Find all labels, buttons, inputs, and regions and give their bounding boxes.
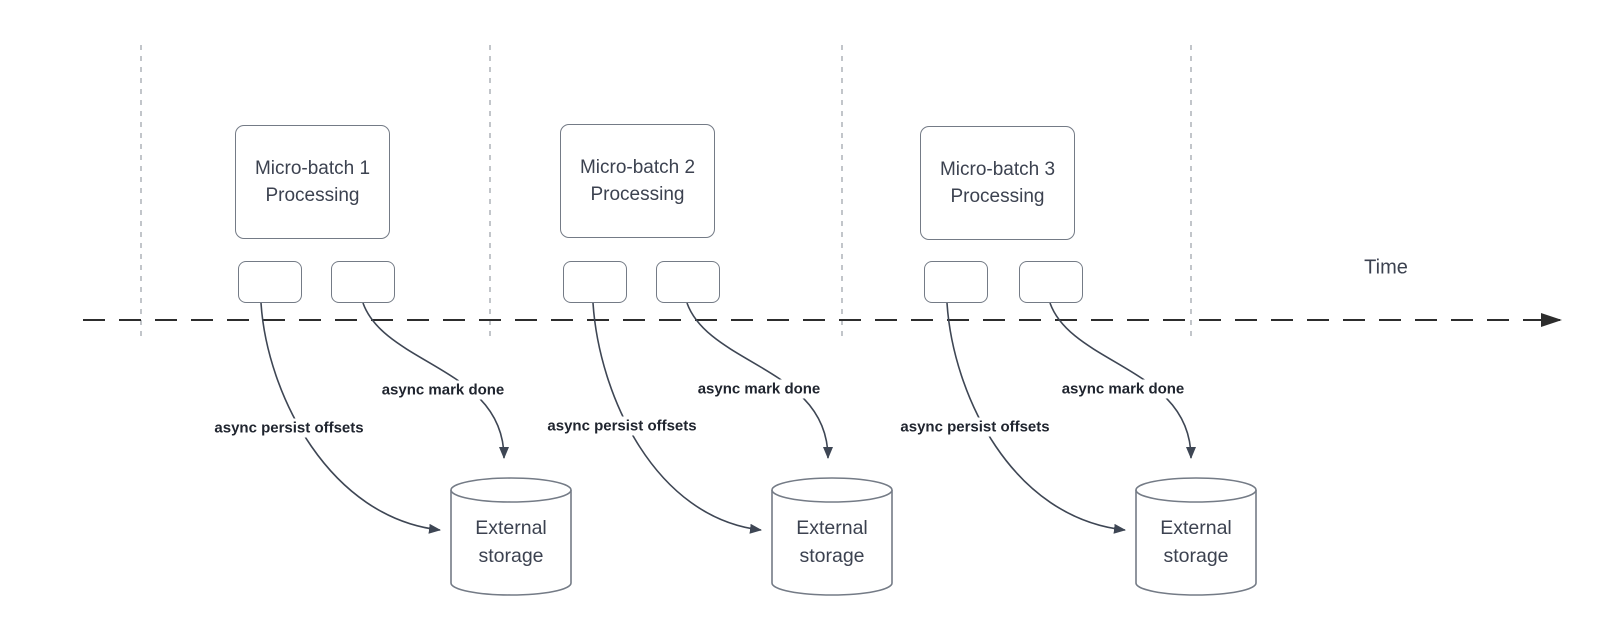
micro-batch-2-processing-label: Micro-batch 2 Processing bbox=[579, 157, 696, 205]
external-storage-label-2: External storage bbox=[796, 517, 868, 567]
mark-done-task-box-1 bbox=[331, 261, 395, 303]
external-storage-cylinder-3 bbox=[1135, 477, 1257, 596]
external-storage-label-3: External storage bbox=[1160, 517, 1232, 567]
async-persist-offsets-label-3: async persist offsets bbox=[895, 417, 1055, 437]
mark-done-task-box-3 bbox=[1019, 261, 1083, 303]
async-persist-offsets-label-2: async persist offsets bbox=[542, 416, 702, 436]
offset-task-box-3 bbox=[924, 261, 988, 303]
persist-offsets-arrow-1 bbox=[260, 302, 441, 534]
async-persist-offsets-label-1: async persist offsets bbox=[209, 418, 369, 438]
micro-batch-3-processing-label: Micro-batch 3 Processing bbox=[939, 159, 1056, 207]
micro-batch-1-processing-label: Micro-batch 1 Processing bbox=[254, 158, 371, 206]
mark-done-arrow-1 bbox=[362, 302, 509, 459]
external-storage-label-1: External storage bbox=[475, 517, 547, 567]
async-mark-done-label-1: async mark done bbox=[376, 380, 510, 400]
async-mark-done-label-3: async mark done bbox=[1056, 379, 1190, 399]
micro-batch-1-processing-box: Micro-batch 1 Processing bbox=[235, 125, 390, 239]
external-storage-cylinder-1 bbox=[450, 477, 572, 596]
async-mark-done-label-2: async mark done bbox=[692, 379, 826, 399]
offset-task-box-1 bbox=[238, 261, 302, 303]
micro-batch-2-processing-box: Micro-batch 2 Processing bbox=[560, 124, 715, 238]
offset-task-box-2 bbox=[563, 261, 627, 303]
mark-done-arrow-2 bbox=[686, 302, 833, 459]
mark-done-arrow-3 bbox=[1049, 302, 1196, 459]
persist-offsets-arrow-2 bbox=[592, 302, 762, 534]
persist-offsets-arrow-3 bbox=[946, 302, 1126, 534]
mark-done-task-box-2 bbox=[656, 261, 720, 303]
time-axis-label: Time bbox=[1364, 256, 1408, 279]
micro-batch-3-processing-box: Micro-batch 3 Processing bbox=[920, 126, 1075, 240]
external-storage-cylinder-2 bbox=[771, 477, 893, 596]
